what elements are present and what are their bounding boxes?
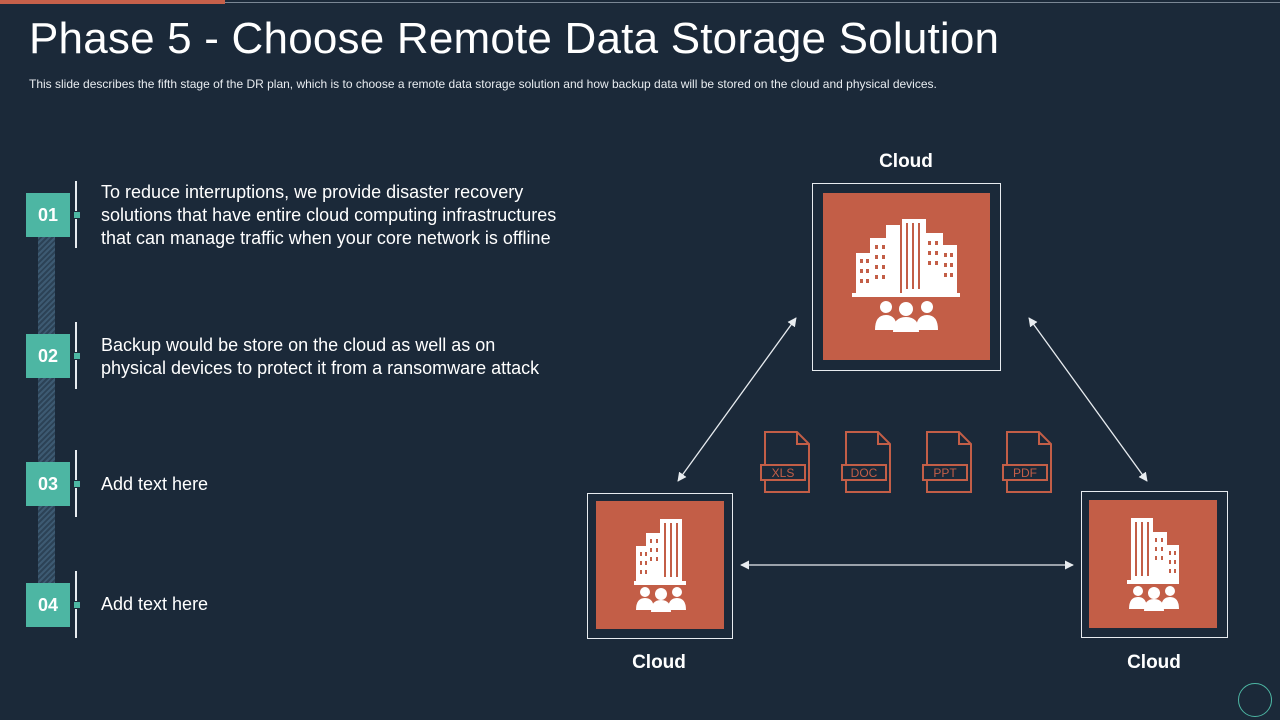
arrow-top-left: [677, 317, 797, 482]
corner-circle-decoration: [1238, 683, 1272, 717]
step-text-line: physical devices to protect it from a ra…: [101, 358, 540, 378]
file-label-doc: DOC: [851, 466, 878, 480]
step-text-03: Add text here: [101, 473, 208, 496]
arrow-top-right: [1028, 317, 1148, 482]
cloud-node-right-frame: [1081, 491, 1228, 638]
building-people-icon: [1127, 518, 1179, 611]
file-icon-pdf: PDF: [1002, 431, 1052, 493]
file-label-xls: XLS: [772, 466, 795, 480]
cloud-label-left: Cloud: [632, 652, 686, 673]
step-text-line: Backup would be store on the cloud as we…: [101, 335, 496, 355]
step-text-line: that can manage traffic when your core n…: [101, 228, 551, 248]
cloud-node-left: [596, 501, 724, 629]
page-title: Phase 5 - Choose Remote Data Storage Sol…: [29, 14, 1000, 63]
cloud-node-left-frame: [587, 493, 733, 639]
step-text-02: Backup would be store on the cloud as we…: [101, 334, 539, 380]
step-dot: [73, 480, 81, 488]
file-icon-ppt: PPT: [922, 431, 972, 493]
step-number-04: 04: [26, 583, 70, 627]
step-text-01: To reduce interruptions, we provide disa…: [101, 181, 556, 250]
page-subtitle: This slide describes the fifth stage of …: [29, 77, 937, 91]
step-text-04: Add text here: [101, 593, 208, 616]
file-label-pdf: PDF: [1013, 466, 1037, 480]
step-text-line: To reduce interruptions, we provide disa…: [101, 182, 524, 202]
cloud-label-top: Cloud: [879, 151, 933, 172]
file-icon-doc: DOC: [841, 431, 891, 493]
step-number-02: 02: [26, 334, 70, 378]
step-dot: [73, 352, 81, 360]
cloud-node-right: [1089, 500, 1217, 628]
cloud-node-top-frame: [812, 183, 1001, 371]
file-label-ppt: PPT: [933, 466, 957, 480]
step-text-line: solutions that have entire cloud computi…: [101, 205, 557, 225]
step-text-line: Add text here: [101, 474, 209, 494]
step-number-03: 03: [26, 462, 70, 506]
step-dot: [73, 601, 81, 609]
step-number-01: 01: [26, 193, 70, 237]
cloud-label-right: Cloud: [1127, 652, 1181, 673]
file-icon-xls: XLS: [760, 431, 810, 493]
step-text-line: Add text here: [101, 594, 209, 614]
step-dot: [73, 211, 81, 219]
top-accent-bar: [0, 0, 225, 4]
building-people-icon: [634, 519, 686, 612]
city-people-icon: [852, 219, 960, 332]
cloud-node-top: [823, 193, 990, 360]
top-divider-line: [225, 2, 1280, 3]
